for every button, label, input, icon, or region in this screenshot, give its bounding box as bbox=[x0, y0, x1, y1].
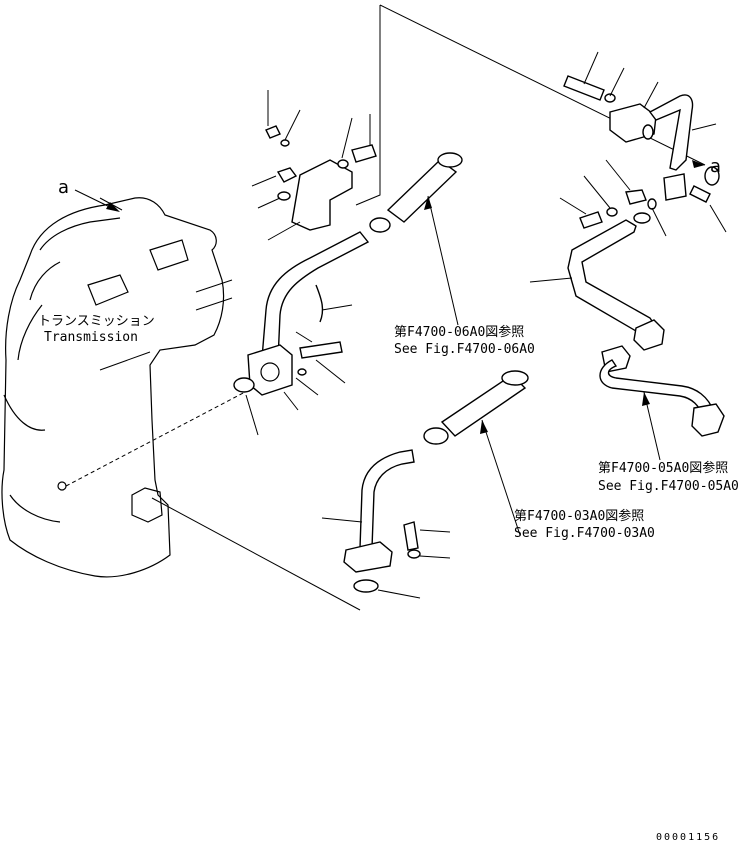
reference-06-en: See Fig.F4700-06A0 bbox=[394, 342, 535, 357]
right-tube-upper bbox=[529, 159, 667, 351]
marker-a-left: a bbox=[58, 177, 69, 198]
transmission-label-jp: トランスミッション bbox=[38, 314, 155, 329]
drawing-number: 00001156 bbox=[656, 832, 720, 842]
reference-05-jp: 第F4700-05A0図参照 bbox=[598, 460, 728, 476]
reference-06-jp: 第F4700-06A0図参照 bbox=[394, 324, 524, 340]
marker-a-left-arrow bbox=[74, 189, 120, 212]
reference-03-en: See Fig.F4700-03A0 bbox=[514, 526, 655, 541]
marker-a-right: a bbox=[710, 156, 721, 177]
reference-05-en: See Fig.F4700-05A0 bbox=[598, 479, 739, 494]
right-fittings bbox=[563, 51, 727, 233]
transmission-label-en: Transmission bbox=[44, 330, 138, 345]
hose-upper bbox=[386, 152, 463, 326]
transmission-housing bbox=[1, 197, 246, 578]
right-tube-lower bbox=[599, 345, 725, 461]
elbow-pipe-upper bbox=[233, 217, 391, 436]
reference-03-jp: 第F4700-03A0図参照 bbox=[514, 508, 644, 524]
upper-bracket-assembly bbox=[251, 90, 377, 241]
elbow-pipe-lower bbox=[321, 370, 529, 599]
